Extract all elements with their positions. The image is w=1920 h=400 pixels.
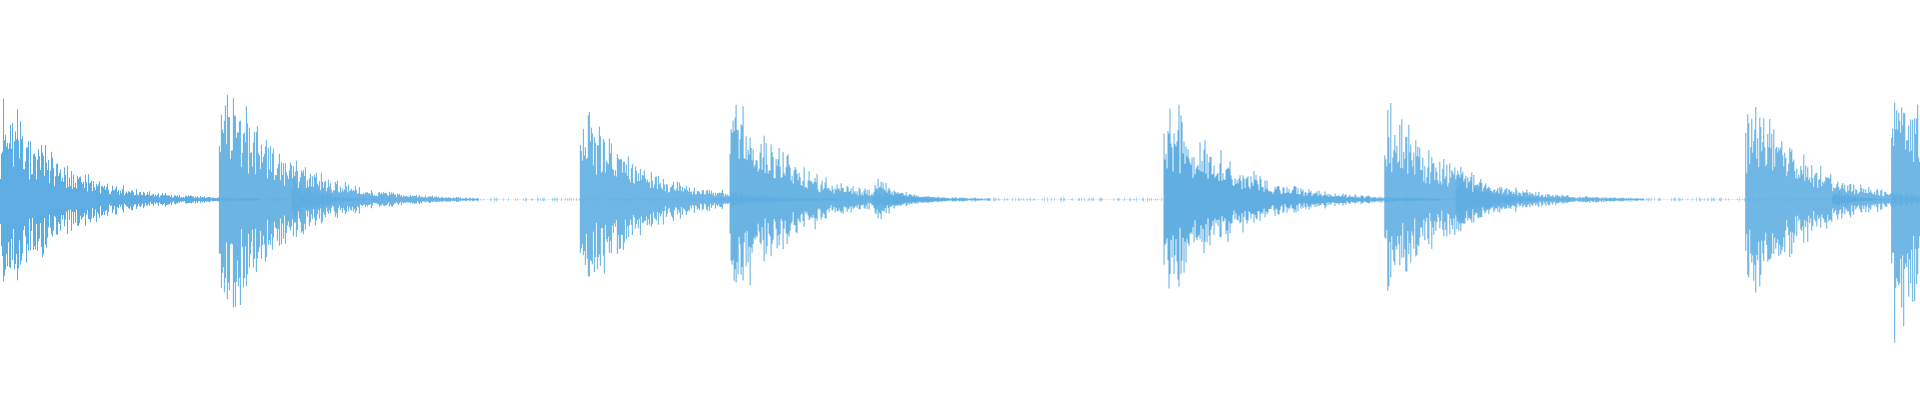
waveform-hit-7 (1163, 104, 1441, 289)
waveform-hit-8 (1384, 103, 1645, 291)
waveform-hit-10 (1745, 107, 1920, 293)
waveform-hit-1 (0, 98, 260, 282)
waveform-hit-11 (1831, 191, 1889, 207)
waveform-hit-2 (218, 94, 479, 308)
waveform-hit-5 (729, 104, 990, 286)
waveform-hit-3 (291, 178, 377, 221)
waveform-hit-6 (873, 178, 963, 220)
waveform-hit-12 (1891, 102, 1920, 343)
waveform-hits (0, 94, 1920, 343)
waveform-hit-9 (1455, 166, 1571, 232)
waveform-hit-4 (579, 112, 839, 277)
